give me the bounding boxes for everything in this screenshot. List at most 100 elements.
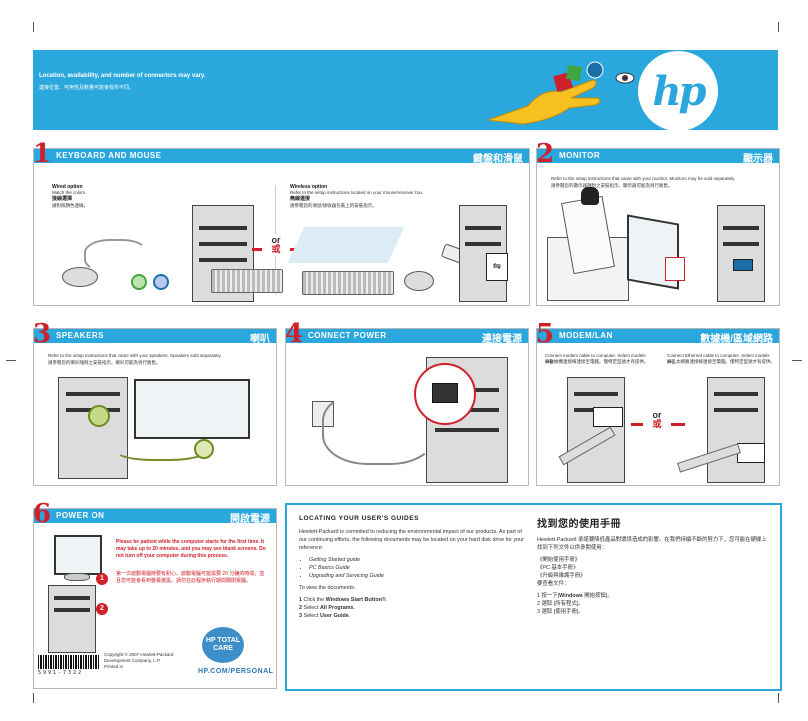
- wireless-title-zh: 無線連接: [290, 196, 311, 202]
- vga-port-icon: [665, 257, 685, 281]
- wireless-keyboard-image: [302, 271, 394, 295]
- step-number: 3: [33, 319, 52, 349]
- panel-title-zh: 數據機/區域網路: [700, 334, 773, 345]
- list-item: 1 按一下[Windows 開始按鈕]。: [537, 593, 613, 599]
- panel-header: CONNECT POWER 連接電源: [286, 329, 528, 345]
- panel-modem-lan: MODEM/LAN 數據機/區域網路 Connect modem cable t…: [536, 328, 780, 486]
- lan-note: Connect Ethernet cable to computer. Sele…: [667, 353, 770, 364]
- panel-speakers: SPEAKERS 喇叭 Refer to the setup instructi…: [33, 328, 277, 486]
- panel-connect-power: CONNECT POWER 連接電源: [285, 328, 529, 486]
- computer-tower: [567, 377, 625, 483]
- panel-title-zh: 鍵盤和滑鼠: [473, 154, 523, 165]
- crop-mark: [6, 360, 16, 361]
- panel-header: SPEAKERS 喇叭: [34, 329, 276, 345]
- audio-cable: [114, 433, 208, 461]
- list-item: Getting Started guide: [309, 556, 529, 564]
- panel-title-zh: 喇叭: [250, 334, 270, 345]
- wireless-title: Wireless option: [290, 184, 328, 190]
- computer-tower: [707, 377, 765, 483]
- computer-tower: [717, 205, 765, 302]
- speakers-note-zh: 請參閱您的喇叭隨附之安裝指示。喇叭可能為另行販售。: [48, 360, 161, 365]
- ps2-port-icon: [153, 274, 169, 290]
- guides-view-zh: 要查看文件：: [537, 581, 570, 587]
- crop-mark: [778, 22, 779, 32]
- guides-doc-list-zh: 《開始使用手冊》 《PC 基本手冊》 《升級與維護手冊》: [537, 556, 767, 580]
- panel-title-zh: 連接電源: [482, 334, 522, 345]
- user-guides-box: LOCATING YOUR USER'S GUIDES Hewlett-Pack…: [285, 503, 782, 691]
- care-url: HP.COM/PERSONAL: [198, 668, 274, 675]
- computer-tower: [58, 377, 128, 479]
- step-number: 6: [33, 499, 52, 529]
- panel-header: POWER ON 開啟電源: [34, 509, 276, 525]
- crop-mark: [33, 693, 34, 703]
- wireless-box-image: [287, 227, 405, 263]
- crop-mark: [33, 22, 34, 32]
- panel-title: CONNECT POWER: [308, 331, 387, 340]
- power-socket-icon: [432, 383, 458, 403]
- panel-header: MONITOR 顯示器: [537, 149, 779, 165]
- wireless-note-zh: 請參閱您的滑鼠/接收器包裝上的安裝指示。: [290, 203, 377, 208]
- hand-icon: [581, 187, 599, 205]
- hp-logo: hp: [638, 51, 718, 131]
- guides-steps: 1 Click the Windows Start Button®. 2 Sel…: [299, 596, 529, 620]
- list-item: Upgrading and Servicing Guide: [309, 572, 529, 580]
- panel-monitor: MONITOR 顯示器 Refer to the setup instructi…: [536, 148, 780, 306]
- banner-note-zh: 連接位置、可用性及數量可能會有所不同。: [39, 85, 135, 91]
- guides-title-zh: 找到您的使用手冊: [537, 519, 621, 530]
- mouse-image: [62, 267, 98, 287]
- guides-chinese: 找到您的使用手冊 Hewlett-Packard 承諾要降低產品對環境造成的影響…: [537, 515, 767, 616]
- monitor-stand: [64, 573, 90, 581]
- panel-header: MODEM/LAN 數據機/區域網路: [537, 329, 779, 345]
- computer-tower: [48, 585, 96, 653]
- wired-title-zh: 接線選擇: [52, 196, 73, 202]
- barcode-image: [38, 655, 100, 669]
- modem-note-zh: 將數據機連接線連接至電腦。僅特定型號才有提供。: [545, 359, 649, 364]
- panel-title-zh: 開啟電源: [230, 514, 270, 525]
- ethernet-port-icon: [737, 443, 765, 463]
- power-on-warning-zh: 第一次啟動電腦時要有耐心。啟動電腦可能需要 20 分鐘的時間，並且您可能會看到螢…: [116, 571, 265, 584]
- list-item: 《升級與維護手冊》: [537, 573, 586, 579]
- guides-intro-zh: Hewlett-Packard 承諾要降低產品對環境造成的影響。在我們持續不斷的…: [537, 537, 767, 551]
- crop-mark: [778, 693, 779, 703]
- monitor-note-zh: 請參閱您的顯示器隨附之安裝指示。顯示器可能為另行販售。: [551, 183, 673, 188]
- step-number: 1: [33, 139, 52, 169]
- panel-title: SPEAKERS: [56, 331, 105, 340]
- list-item: 2 選取 [所有程式]。: [537, 601, 584, 607]
- wired-note: Match the colors.: [52, 190, 87, 195]
- list-item: 《PC 基本手冊》: [537, 565, 579, 571]
- monitor-back-image: [134, 379, 250, 439]
- power-cable: [322, 391, 436, 465]
- guides-english: LOCATING YOUR USER'S GUIDES Hewlett-Pack…: [299, 515, 529, 620]
- panel-title: MONITOR: [559, 151, 601, 160]
- usb-port-icon: ⇋: [486, 253, 508, 281]
- step-badge: 2: [96, 603, 108, 615]
- hp-total-care-logo: HP TOTAL CARE: [202, 627, 244, 663]
- wireless-note: Refer to the setup instructions located …: [290, 190, 424, 195]
- lan-note-zh: 將乙太網路連接線連接至電腦。僅特定型號才有提供。: [667, 359, 775, 364]
- cable: [84, 239, 148, 273]
- panel-title: POWER ON: [56, 511, 105, 520]
- wired-title: Wired option: [52, 184, 83, 190]
- modem-note: Connect modem cable to computer. Select …: [545, 353, 646, 364]
- panel-title: KEYBOARD AND MOUSE: [56, 151, 162, 160]
- modem-port-icon: [593, 407, 623, 427]
- power-on-warning: Please be patient while the computer sta…: [116, 539, 266, 559]
- guides-title: LOCATING YOUR USER'S GUIDES: [299, 515, 419, 522]
- list-item: 3 Select User Guide.: [299, 613, 351, 619]
- list-item: 1 Click the Windows Start Button®.: [299, 597, 388, 603]
- step-number: 5: [536, 319, 555, 349]
- list-item: PC Basics Guide: [309, 564, 529, 572]
- copyright: Copyright © 2007 Hewlett-Packard Develop…: [104, 652, 174, 669]
- barcode-number: 5991-7322: [38, 670, 84, 676]
- vga-connector-icon: [733, 259, 753, 271]
- banner-note: Location, availability, and number of co…: [39, 73, 206, 79]
- step-number: 2: [536, 139, 555, 169]
- panel-title-zh: 顯示器: [743, 154, 773, 165]
- step-badge: 1: [96, 573, 108, 585]
- ps2-port-icon: [131, 274, 147, 290]
- wireless-mouse-image: [404, 271, 434, 291]
- guides-doc-list: Getting Started guide PC Basics Guide Up…: [299, 556, 529, 580]
- list-item: 《開始使用手冊》: [537, 557, 581, 563]
